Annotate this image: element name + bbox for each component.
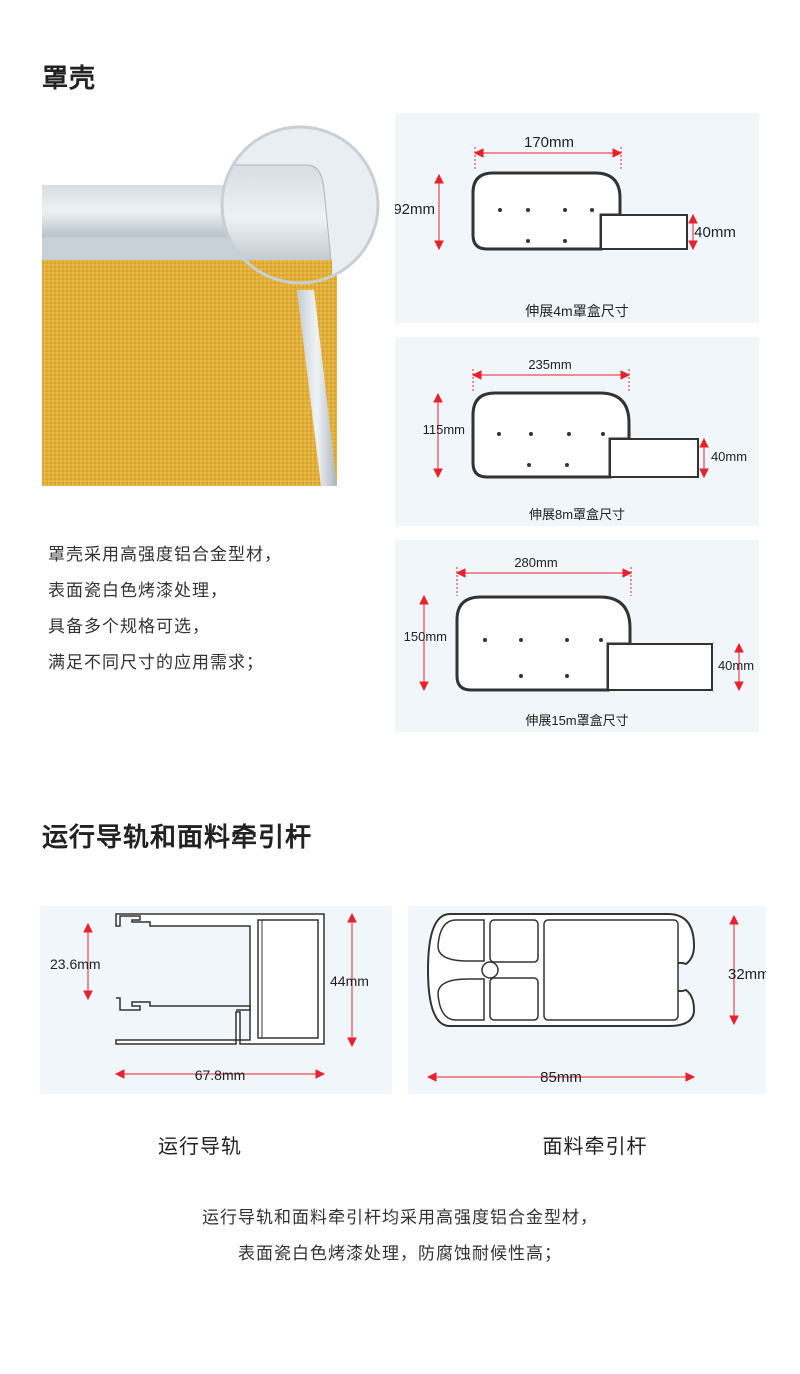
section-title-housing: 罩壳 [42,64,97,94]
rail-diagram: 23.6mm 44mm 67.8mm [40,906,392,1094]
rail-label: 运行导轨 [158,1134,242,1158]
dim-arm-8m: 40mm [711,449,747,464]
dim-bar-width: 85mm [540,1069,582,1086]
dim-height-4m: 92mm [395,201,435,218]
caption-8m: 伸展8m罩盒尺寸 [529,507,625,522]
dim-arm-4m: 40mm [694,224,736,241]
rail-bar-description: 运行导轨和面料牵引杆均采用高强度铝合金型材， 表面瓷白色烤漆处理，防腐蚀耐候性高… [0,1200,800,1272]
dim-arm-15m: 40mm [718,658,754,673]
dim-width-15m: 280mm [514,555,557,570]
dim-bar-height: 32mm [728,966,766,983]
dim-rail-height: 44mm [330,973,369,989]
bar-label: 面料牵引杆 [542,1134,648,1158]
housing-product-photo [42,110,382,490]
housing-diagram-15m: 280mm 150mm 40mm 伸展15m罩盒尺寸 [395,540,759,732]
dim-height-8m: 115mm [423,422,465,437]
rail-bar-description-line: 表面瓷白色烤漆处理，防腐蚀耐候性高； [238,1244,562,1264]
dim-width-4m: 170mm [524,134,574,151]
housing-diagram-8m: 235mm 115mm 40mm 伸展8m罩盒尺寸 [395,337,759,526]
bar-diagram: 32mm 85mm [408,906,770,1094]
dim-width-8m: 235mm [528,357,571,372]
housing-description: 罩壳采用高强度铝合金型材， 表面瓷白色烤漆处理， 具备多个规格可选， 满足不同尺… [48,537,368,681]
dim-rail-width: 67.8mm [195,1067,246,1083]
dim-rail-inner: 23.6mm [50,956,101,972]
rail-bar-description-line: 运行导轨和面料牵引杆均采用高强度铝合金型材， [202,1208,598,1228]
section-title-rail-bar: 运行导轨和面料牵引杆 [42,823,313,853]
housing-description-line: 满足不同尺寸的应用需求； [48,653,264,673]
caption-15m: 伸展15m罩盒尺寸 [525,713,628,728]
housing-description-line: 表面瓷白色烤漆处理， [48,581,228,601]
dim-height-15m: 150mm [404,629,447,644]
housing-diagram-4m: 170mm 92mm 40mm 伸展4m罩盒尺寸 [393,113,759,323]
caption-4m: 伸展4m罩盒尺寸 [525,303,628,319]
housing-description-line: 罩壳采用高强度铝合金型材， [48,545,282,565]
housing-description-line: 具备多个规格可选， [48,617,210,637]
